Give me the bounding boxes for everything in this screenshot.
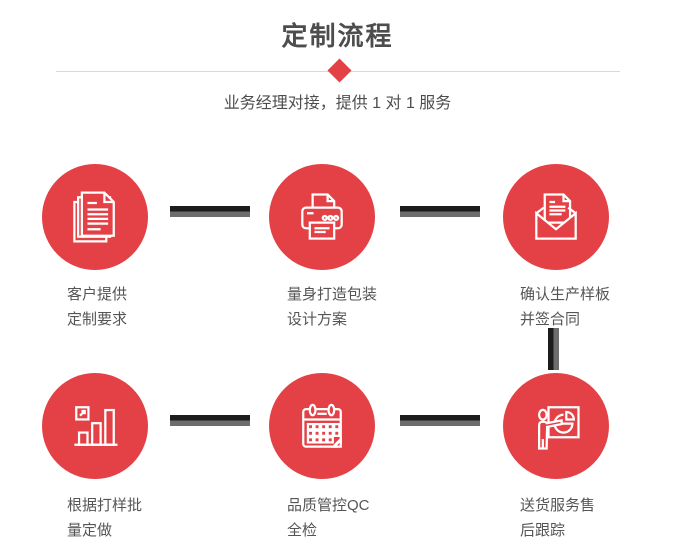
step-label-2: 量身打造包装 设计方案 bbox=[287, 282, 377, 332]
connector-step1-step2 bbox=[170, 206, 250, 217]
step-circle-5 bbox=[269, 373, 375, 479]
step-label-line: 量身打造包装 bbox=[287, 286, 378, 303]
connector-step3-step6 bbox=[548, 328, 559, 370]
step-label-1: 客户提供 定制要求 bbox=[67, 282, 127, 332]
calendar-icon bbox=[302, 403, 342, 448]
step-label-line: 确认生产样板 bbox=[520, 286, 611, 303]
envelope-icon bbox=[535, 193, 577, 240]
step-circle-3 bbox=[503, 164, 609, 270]
step-label-line: 根据打样批 bbox=[67, 497, 143, 514]
step-label-line: 送货服务售 bbox=[520, 497, 596, 514]
documents-icon bbox=[73, 191, 115, 243]
step-circle-2 bbox=[269, 164, 375, 270]
step-label-line: 品质管控QC bbox=[287, 497, 370, 514]
step-label-4: 根据打样批 量定做 bbox=[67, 493, 142, 543]
diamond-icon bbox=[327, 58, 352, 83]
connector-step5-step6 bbox=[400, 415, 480, 426]
step-circle-4 bbox=[42, 373, 148, 479]
step-label-6: 送货服务售 后跟踪 bbox=[520, 493, 595, 543]
step-circle-6 bbox=[503, 373, 609, 479]
step-label-3: 确认生产样板 并签合同 bbox=[520, 282, 610, 332]
connector-step2-step3 bbox=[400, 206, 480, 217]
page-title: 定制流程 bbox=[281, 21, 394, 51]
step-label-line: 并签合同 bbox=[520, 311, 581, 328]
step-label-line: 全检 bbox=[287, 522, 318, 539]
bar-chart-icon bbox=[74, 406, 118, 446]
step-label-line: 客户提供 bbox=[67, 286, 128, 303]
step-circle-1 bbox=[42, 164, 148, 270]
printer-icon bbox=[301, 193, 343, 240]
step-label-line: 量定做 bbox=[67, 522, 113, 539]
step-label-line: 后跟踪 bbox=[520, 522, 566, 539]
step-label-line: 设计方案 bbox=[287, 311, 348, 328]
connector-step4-step5 bbox=[170, 415, 250, 426]
subtitle: 业务经理对接，提供 1 对 1 服务 bbox=[223, 95, 452, 112]
presenter-icon bbox=[538, 406, 580, 450]
step-label-line: 定制要求 bbox=[67, 311, 128, 328]
step-label-5: 品质管控QC 全检 bbox=[287, 493, 370, 543]
